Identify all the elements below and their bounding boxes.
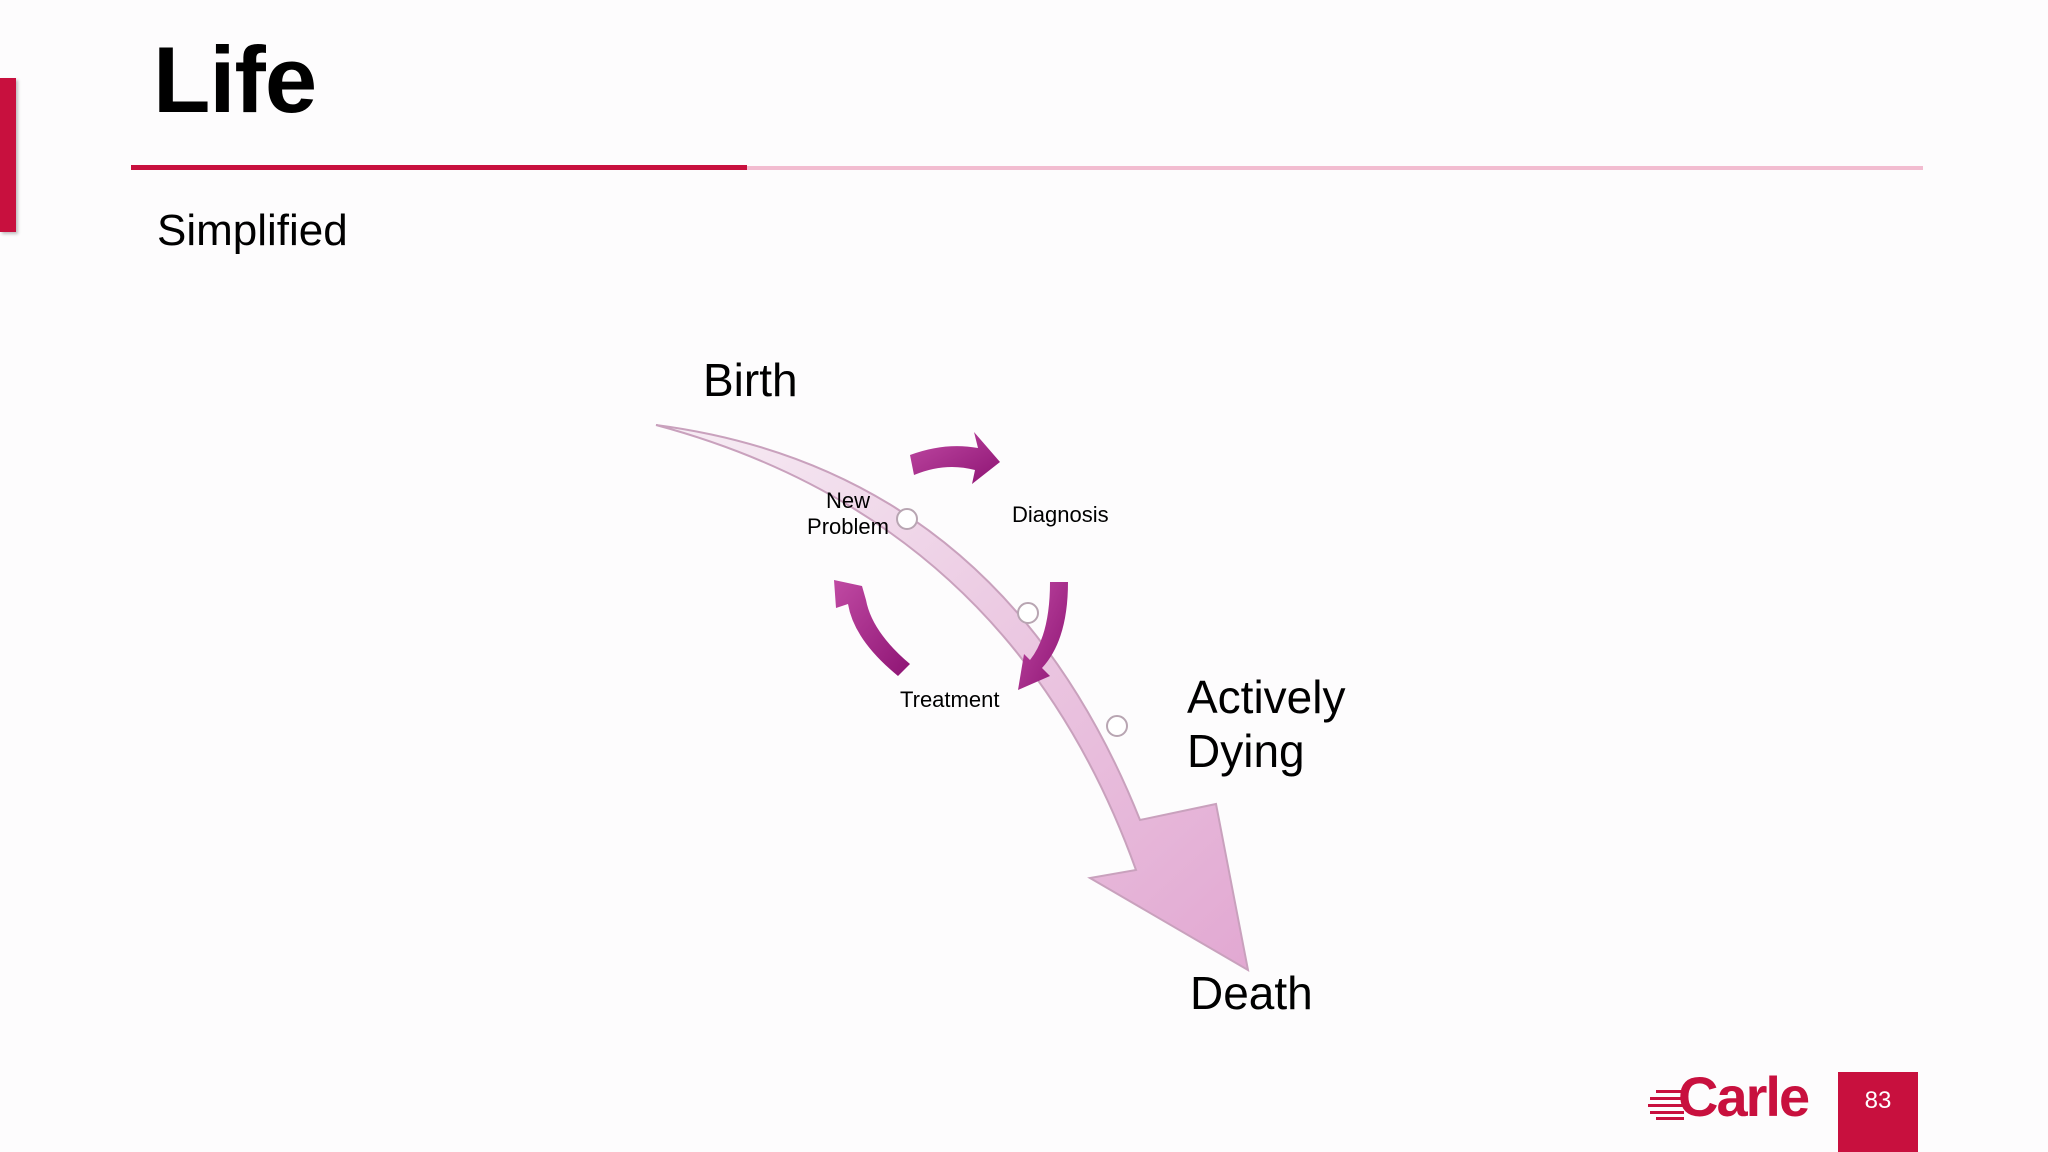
cycle-arrow-to-diagnosis [910,432,1000,484]
life-timeline-arrow [655,424,1250,972]
logo-text: Carle [1678,1065,1810,1128]
label-death: Death [1190,967,1313,1019]
page-number: 83 [1864,1087,1892,1114]
carle-logo: Carle [1648,1066,1814,1132]
slide-title: Life [153,27,317,132]
cycle-arrow-to-treatment [1018,582,1068,690]
label-treatment: Treatment [900,687,1000,712]
label-diagnosis: Diagnosis [1012,502,1109,527]
cycle-arrow-to-new-problem [834,580,910,676]
milestone-dot-actively-dying [1106,715,1128,737]
label-birth: Birth [703,354,798,406]
title-underline-light [747,166,1923,170]
slide-subtitle: Simplified [157,206,348,255]
milestone-dot-diagnosis [1017,602,1039,624]
logo-lines-icon [1648,1090,1684,1120]
milestone-dot-new-problem [896,508,918,530]
left-accent-bar [0,78,16,232]
page-number-badge: 83 [1838,1072,1918,1152]
label-new-problem: New Problem [807,488,889,539]
title-underline-dark [131,165,747,170]
label-actively-dying: Actively Dying [1187,671,1346,778]
